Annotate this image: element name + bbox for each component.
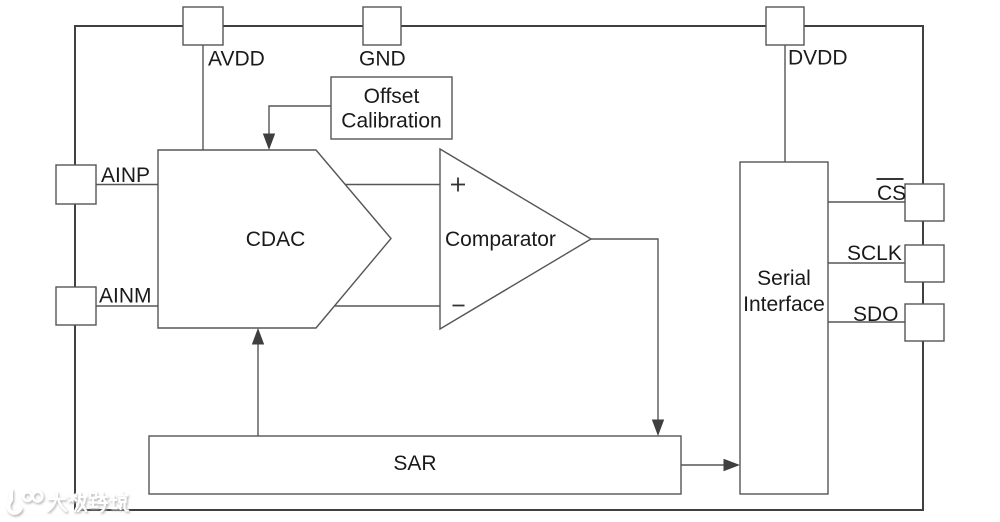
svg-text:SDO: SDO bbox=[853, 303, 899, 326]
svg-text:SAR: SAR bbox=[393, 452, 436, 475]
svg-text:DVDD: DVDD bbox=[788, 47, 848, 70]
svg-text:Serial: Serial bbox=[757, 267, 811, 290]
svg-text:Offset: Offset bbox=[364, 85, 420, 108]
svg-text:AINM: AINM bbox=[99, 285, 152, 308]
svg-text:Comparator: Comparator bbox=[445, 228, 556, 251]
svg-text:CDAC: CDAC bbox=[246, 228, 306, 251]
svg-text:SCLK: SCLK bbox=[847, 242, 902, 265]
svg-text:GND: GND bbox=[359, 48, 406, 71]
svg-text:Interface: Interface bbox=[743, 293, 825, 316]
svg-text:AINP: AINP bbox=[101, 164, 150, 187]
svg-text:Calibration: Calibration bbox=[341, 110, 441, 133]
svg-text:CS: CS bbox=[877, 182, 906, 205]
svg-text:AVDD: AVDD bbox=[208, 48, 265, 71]
